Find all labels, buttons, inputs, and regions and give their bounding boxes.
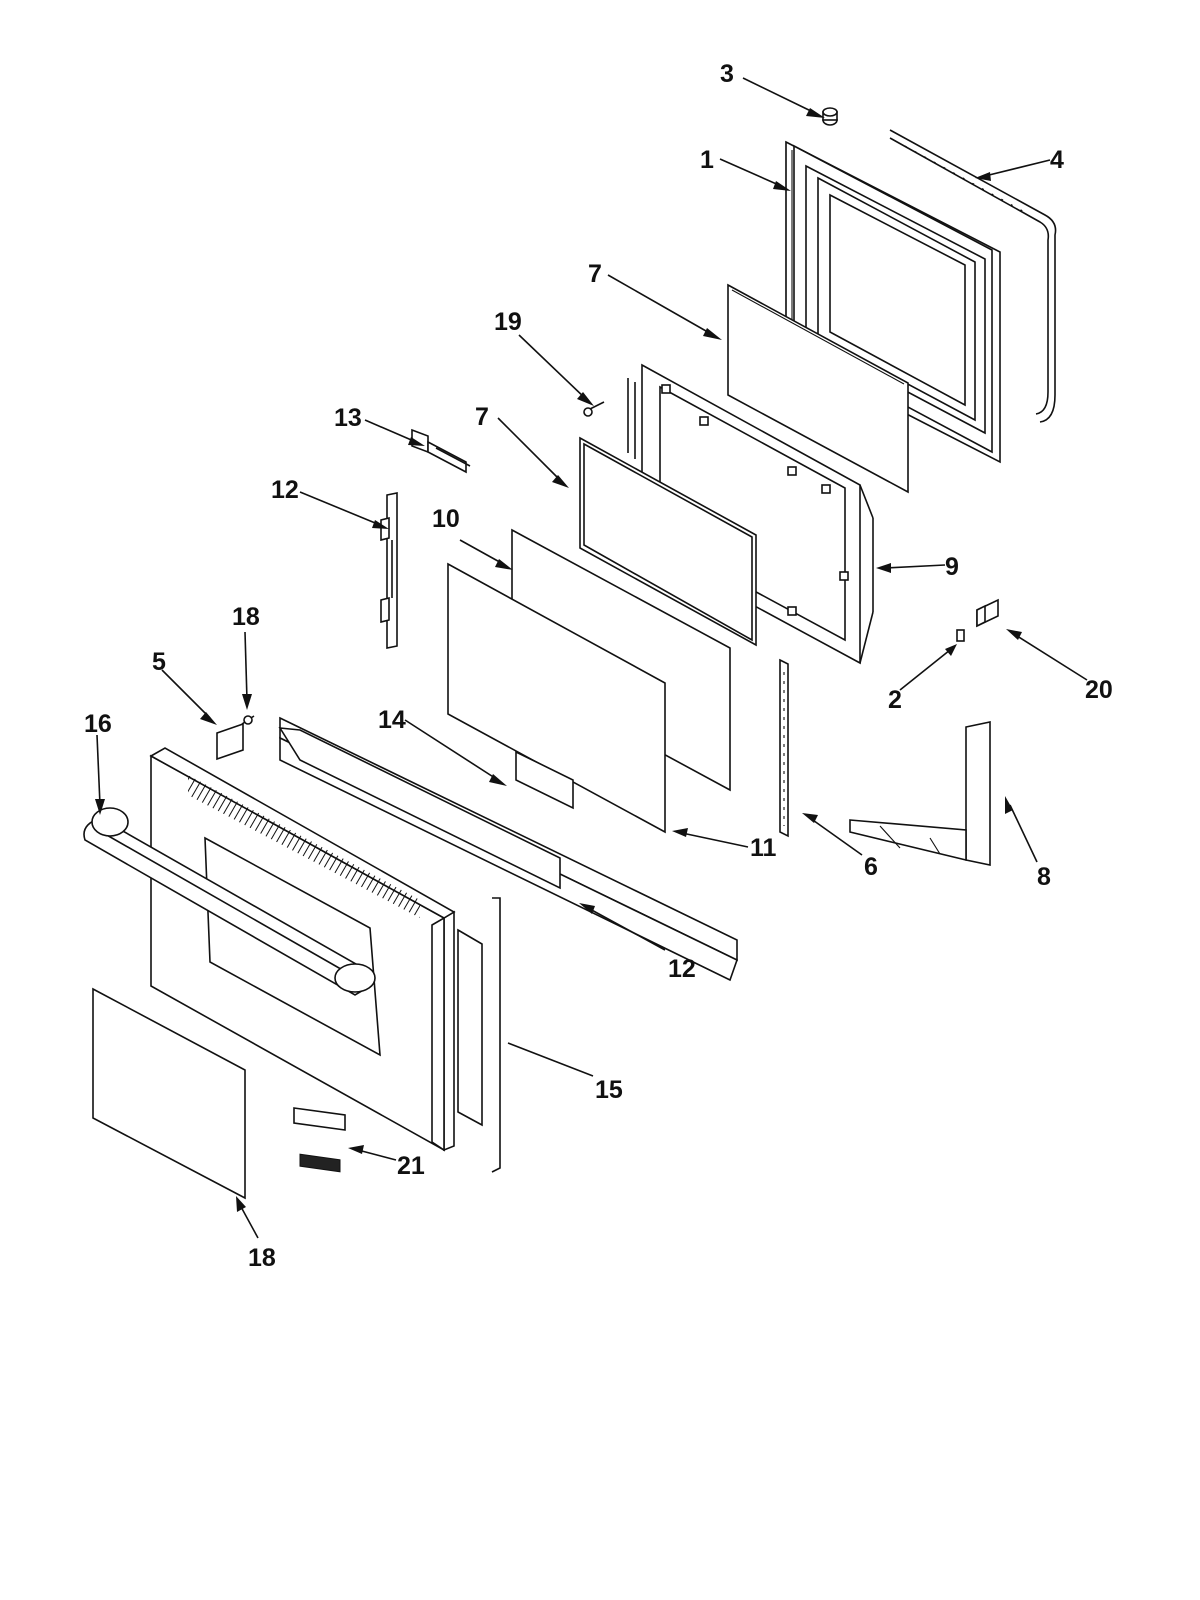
screw-20-part	[583, 401, 605, 417]
plug-part	[822, 107, 838, 126]
callout-8: 8	[1037, 863, 1051, 891]
nameplate-part	[293, 1107, 346, 1173]
screw-18-part	[241, 715, 255, 725]
corner-trim-part	[849, 721, 991, 866]
callout-19: 18	[248, 1244, 276, 1272]
callouts: 3 1 4 7 19 13 7 12 10 9 18 5 2 20 16 14 …	[84, 60, 1113, 1272]
callout-2: 2	[888, 686, 902, 714]
inner-door-liner-part	[785, 140, 1001, 464]
callout-15: 14	[378, 706, 406, 734]
badge-5-part	[216, 722, 244, 761]
clip-2-part	[956, 629, 965, 642]
callout-17: 16	[84, 710, 112, 738]
callout-3: 3	[720, 60, 734, 88]
callout-9: 9	[945, 553, 959, 581]
glass-lower-part	[579, 436, 757, 647]
callout-11: 11	[750, 834, 777, 862]
hinge-13-part	[380, 492, 398, 649]
callout-7b: 7	[475, 403, 489, 431]
callout-13: 12	[271, 476, 299, 504]
callout-5: 5	[152, 648, 166, 676]
callout-1: 1	[700, 146, 714, 174]
callout-10: 10	[432, 505, 460, 533]
callout-18: 18	[232, 603, 260, 631]
window-glass-19-part	[92, 987, 246, 1200]
hinge-bracket-part	[411, 428, 471, 474]
gasket-part	[889, 129, 1057, 423]
glass-panel-11-part	[447, 562, 666, 834]
bracket-15-part	[515, 750, 574, 810]
callout-4: 4	[1050, 146, 1064, 174]
callout-12: 12	[668, 955, 696, 983]
handle-part	[83, 807, 376, 996]
callout-7a: 7	[588, 260, 602, 288]
leader-lines	[95, 77, 1088, 1239]
callout-6: 6	[864, 853, 878, 881]
latch-21-part	[976, 598, 999, 628]
callout-16: 15	[595, 1076, 623, 1104]
glass-upper-part	[727, 283, 909, 494]
callout-22: 21	[397, 1152, 425, 1180]
side-strip-part	[779, 658, 789, 838]
callout-20: 19	[494, 308, 522, 336]
callout-14: 13	[334, 404, 362, 432]
callout-21: 20	[1085, 676, 1113, 704]
channel-12-part	[278, 716, 738, 982]
